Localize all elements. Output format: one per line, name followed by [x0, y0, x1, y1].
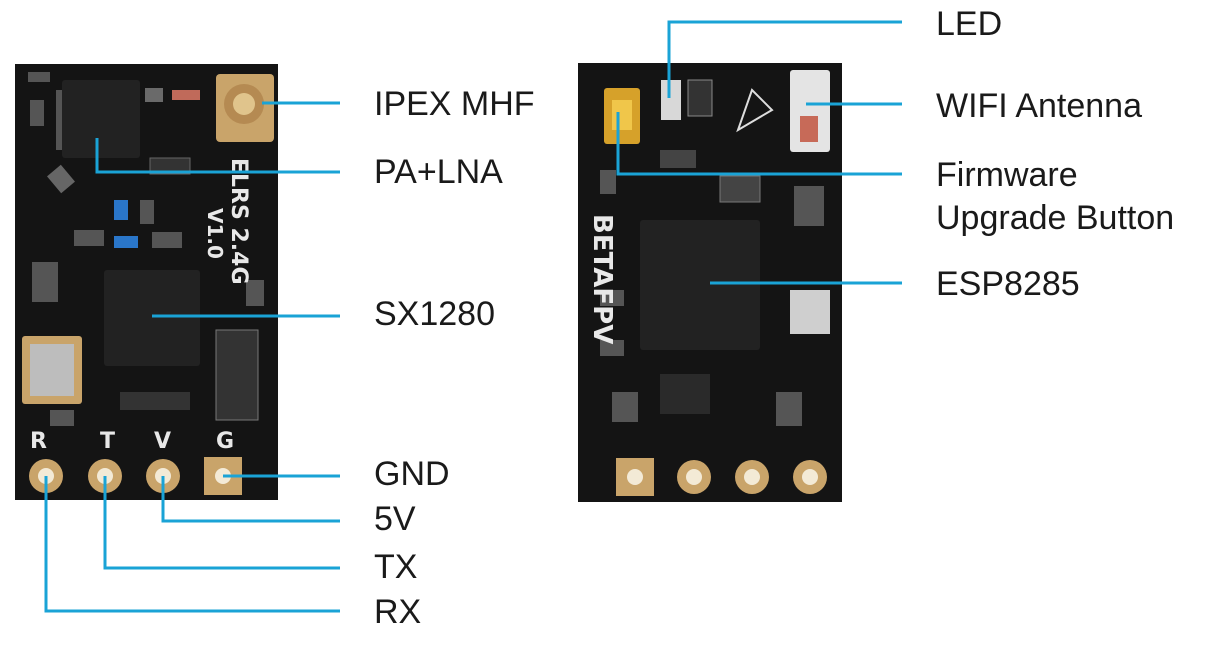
ipex-connector: [216, 74, 274, 142]
label-ipex-mhf: IPEX MHF: [374, 85, 535, 123]
wifi-antenna: [790, 70, 830, 152]
esp8285-chip: [640, 220, 760, 350]
label-gnd: GND: [374, 455, 450, 493]
pin-letter-v: V: [154, 429, 171, 454]
label-led: LED: [936, 5, 1003, 43]
pin-letter-g: G: [216, 429, 234, 454]
label-5v: 5V: [374, 500, 416, 538]
crystal: [22, 336, 82, 404]
silkscreen-model: ELRS 2.4G: [226, 158, 251, 285]
right-pin-pads: [616, 458, 827, 496]
label-firmware-line1: Firmware: [936, 156, 1078, 194]
left-pcb: ELRS 2.4G V1.0 R T V G: [15, 64, 278, 500]
label-tx: TX: [374, 548, 418, 586]
label-esp8285: ESP8285: [936, 265, 1080, 303]
led: [661, 80, 681, 120]
left-leader-lines: [44, 101, 340, 613]
label-pa-lna: PA+LNA: [374, 153, 503, 191]
pin-letter-t: T: [100, 429, 115, 454]
pa-lna-chip: [62, 80, 140, 158]
silkscreen-version: V1.0: [203, 208, 227, 259]
firmware-upgrade-button: [604, 88, 640, 144]
label-sx1280: SX1280: [374, 295, 495, 333]
label-firmware-line2: Upgrade Button: [936, 199, 1175, 237]
label-rx: RX: [374, 593, 422, 631]
right-leader-lines: [616, 20, 902, 285]
pin-letter-r: R: [30, 429, 47, 454]
silkscreen-brand: BETAFPV: [587, 214, 617, 344]
sx1280-chip: [104, 270, 200, 366]
label-wifi-antenna: WIFI Antenna: [936, 87, 1142, 125]
right-crystal: [790, 290, 830, 334]
